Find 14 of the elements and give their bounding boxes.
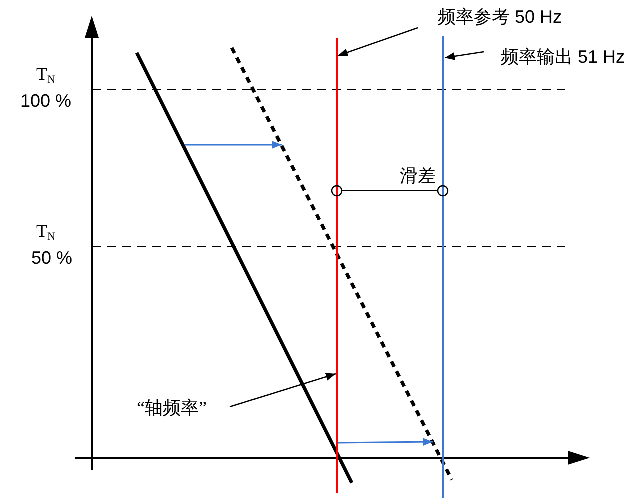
tick-label: 50 % — [31, 248, 73, 268]
axis-label: T$_{N}$ — [36, 221, 56, 241]
dimension-label: 滑差 — [400, 166, 436, 186]
leader-line — [444, 51, 484, 60]
callout-text: 频率参考 50 Hz — [438, 7, 562, 27]
arrow — [338, 438, 433, 446]
callout-text: “轴频率” — [137, 398, 207, 418]
frequency-line — [336, 38, 338, 493]
leader-line — [338, 27, 418, 57]
tick-label: 100 % — [20, 91, 72, 111]
axis-label: T$_{N}$ — [36, 64, 56, 84]
leader-line — [230, 373, 336, 408]
callout-text: 频率输出 51 Hz — [500, 47, 626, 67]
frequency-line — [442, 36, 444, 498]
